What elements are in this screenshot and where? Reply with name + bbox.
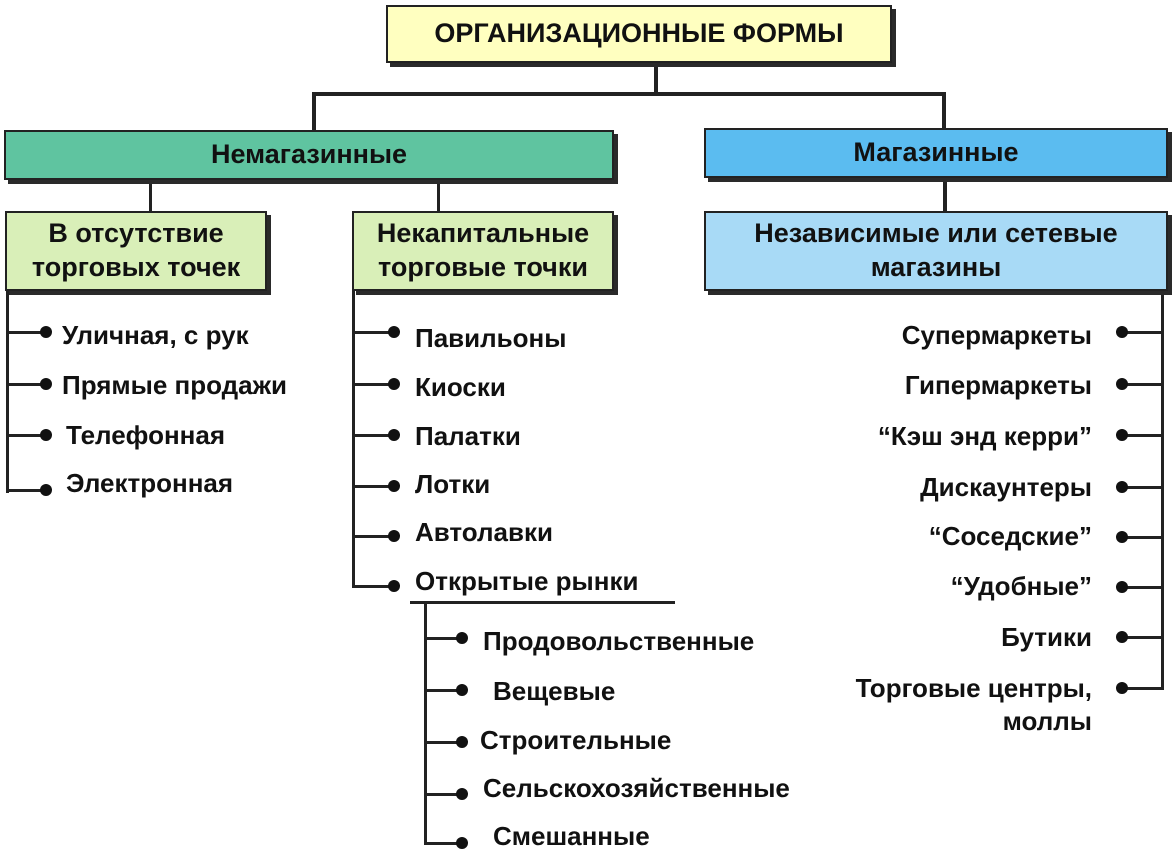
markets-tick-1 <box>424 637 462 640</box>
group3-dot-5 <box>1116 531 1128 543</box>
no-outlets-box: В отсутствие торговых точек <box>5 211 267 291</box>
list-item: Уличная, с рук <box>62 320 249 350</box>
group3-dot-3 <box>1116 429 1128 441</box>
list-item: Супермаркеты <box>901 320 1092 350</box>
group2-tick-2 <box>352 383 394 386</box>
group1-tick-2 <box>6 383 46 386</box>
non-store-label: Немагазинные <box>210 139 408 170</box>
list-item: Сельскохозяйственные <box>483 773 790 803</box>
store-label: Магазинные <box>853 137 1019 168</box>
list-item: Киоски <box>415 372 506 402</box>
left-drop <box>312 92 316 132</box>
markets-dot-2 <box>456 684 468 696</box>
list-item: “Соседские” <box>928 521 1092 551</box>
list-item: Павильоны <box>415 323 567 353</box>
markets-tick-4 <box>424 793 462 796</box>
group2-dot-1 <box>388 326 400 338</box>
list-item: Смешанные <box>493 821 650 851</box>
group1-tick-1 <box>6 331 46 334</box>
markets-spine <box>424 601 427 845</box>
no-outlets-line1: В отсутствие <box>48 218 224 249</box>
group3-tick-2 <box>1122 383 1164 386</box>
group2-tick-5 <box>352 535 394 538</box>
group3-tick-5 <box>1122 536 1164 539</box>
group3-dot-4 <box>1116 481 1128 493</box>
group2-dot-3 <box>388 429 400 441</box>
temporary-outlets-line2: торговые точки <box>378 252 588 282</box>
list-item: Торговые центры, <box>855 673 1092 703</box>
group3-tick-7 <box>1122 636 1164 639</box>
group3-tick-8 <box>1122 687 1164 690</box>
list-item: Палатки <box>415 421 521 451</box>
group2-tick-6 <box>352 585 394 588</box>
group1-dot-4 <box>40 484 52 496</box>
list-item: Гипермаркеты <box>904 370 1092 400</box>
list-item: Лотки <box>415 469 491 499</box>
temporary-outlets-line1: Некапитальные <box>376 218 590 249</box>
non-store-box: Немагазинные <box>4 130 614 180</box>
list-item: “Кэш энд керри” <box>877 421 1092 451</box>
list-item: Телефонная <box>66 420 226 450</box>
group2-dot-2 <box>388 378 400 390</box>
group1-spine <box>6 290 9 493</box>
group2-dot-6 <box>388 580 400 592</box>
store-stem <box>943 178 947 212</box>
group3-tick-6 <box>1122 586 1164 589</box>
list-item: Электронная <box>66 468 234 498</box>
group1-tick-4 <box>6 489 46 492</box>
markets-tick-3 <box>424 741 462 744</box>
group1-tick-3 <box>6 434 46 437</box>
store-group-line1: Независимые или сетевые <box>754 218 1118 249</box>
group2-tick-1 <box>352 331 394 334</box>
list-item: Дискаунтеры <box>920 472 1092 502</box>
group3-dot-2 <box>1116 378 1128 390</box>
group2-spine <box>352 290 355 588</box>
list-item: Строительные <box>480 725 672 755</box>
store-box: Магазинные <box>704 128 1168 178</box>
list-item: Бутики <box>1001 622 1092 652</box>
top-bar <box>312 92 946 96</box>
list-item: Продовольственные <box>483 626 755 656</box>
group3-dot-8 <box>1116 682 1128 694</box>
group2-tick-3 <box>352 434 394 437</box>
store-group-box: Независимые или сетевые магазины <box>704 211 1168 291</box>
list-item: Автолавки <box>415 517 553 547</box>
open-markets-underline <box>410 601 675 604</box>
list-item: “Удобные” <box>950 571 1092 601</box>
title-stem <box>654 62 658 94</box>
list-item: Вещевые <box>493 676 616 706</box>
markets-tick-5 <box>424 842 462 845</box>
group2-tick-4 <box>352 485 394 488</box>
group3-tick-3 <box>1122 434 1164 437</box>
group3-dot-6 <box>1116 581 1128 593</box>
group2-dot-4 <box>388 480 400 492</box>
markets-dot-5 <box>456 837 468 849</box>
markets-dot-3 <box>456 736 468 748</box>
right-drop <box>942 92 946 130</box>
group2-dot-5 <box>388 530 400 542</box>
group3-dot-7 <box>1116 631 1128 643</box>
group1-dot-1 <box>40 326 52 338</box>
group1-dot-3 <box>40 429 52 441</box>
markets-dot-4 <box>456 788 468 800</box>
group1-dot-2 <box>40 378 52 390</box>
non-store-stem-right <box>437 180 440 212</box>
list-item: Открытые рынки <box>415 566 639 596</box>
title-text: ОРГАНИЗАЦИОННЫЕ ФОРМЫ <box>434 18 844 49</box>
markets-tick-2 <box>424 689 462 692</box>
title-box: ОРГАНИЗАЦИОННЫЕ ФОРМЫ <box>386 5 892 63</box>
non-store-stem-left <box>149 180 152 212</box>
temporary-outlets-box: Некапитальные торговые точки <box>352 211 614 291</box>
no-outlets-line2: торговых точек <box>31 252 241 282</box>
group3-spine <box>1161 290 1164 690</box>
list-item: Прямые продажи <box>62 370 288 400</box>
group3-tick-1 <box>1122 331 1164 334</box>
list-item-continued: моллы <box>1002 706 1092 736</box>
group3-dot-1 <box>1116 326 1128 338</box>
markets-dot-1 <box>456 632 468 644</box>
store-group-line2: магазины <box>870 252 1002 282</box>
group3-tick-4 <box>1122 486 1164 489</box>
